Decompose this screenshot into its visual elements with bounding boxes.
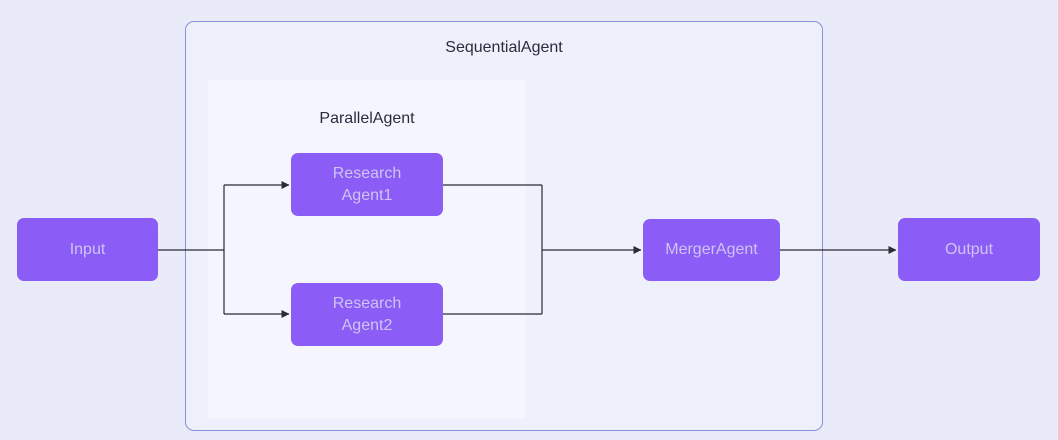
node-merger-agent: MergerAgent: [643, 219, 780, 281]
node-input: Input: [17, 218, 158, 281]
node-research-agent2: Research Agent2: [291, 283, 443, 346]
sequential-agent-title: SequentialAgent: [445, 39, 563, 56]
parallel-agent-container: ParallelAgent: [208, 80, 526, 419]
node-output: Output: [898, 218, 1040, 281]
node-research-agent1: Research Agent1: [291, 153, 443, 216]
parallel-agent-title: ParallelAgent: [319, 110, 415, 127]
